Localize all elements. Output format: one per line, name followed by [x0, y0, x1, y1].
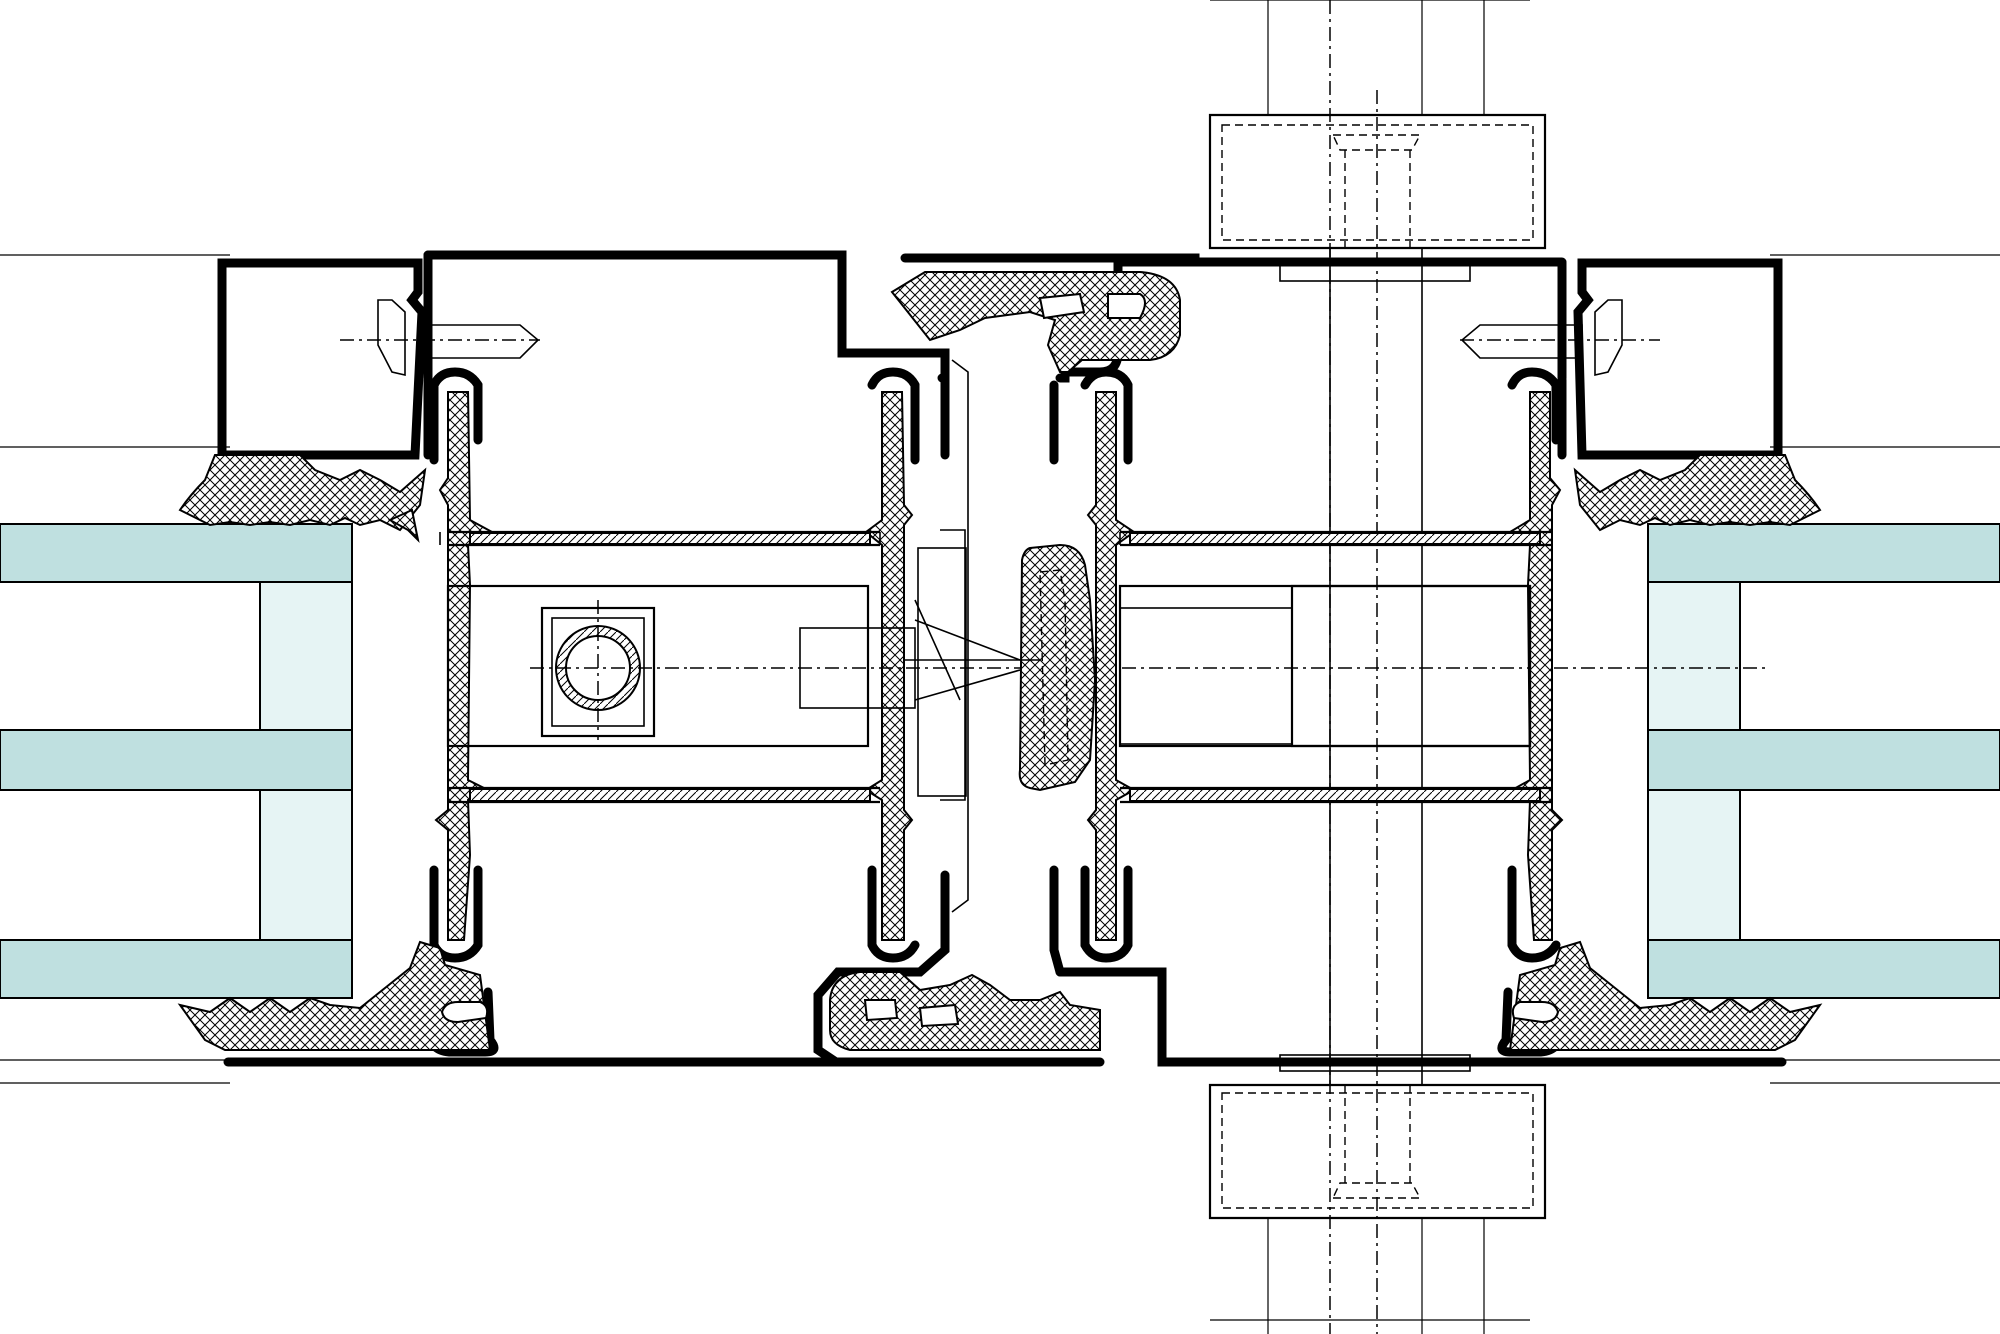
glazing-left — [0, 254, 353, 1084]
gasket-seals-left — [177, 454, 492, 1051]
mullion-profile-left — [217, 250, 1770, 1067]
mullion-profile-right — [1049, 257, 1787, 1067]
gasket-seals-right — [1508, 454, 1823, 1051]
wall-anchor-bracket — [1208, 0, 1547, 1334]
central-coupling — [829, 253, 1200, 1051]
thermal-break-bars — [439, 532, 1553, 545]
glazing-right — [1647, 254, 2000, 1084]
connecting-bolt — [530, 600, 690, 740]
